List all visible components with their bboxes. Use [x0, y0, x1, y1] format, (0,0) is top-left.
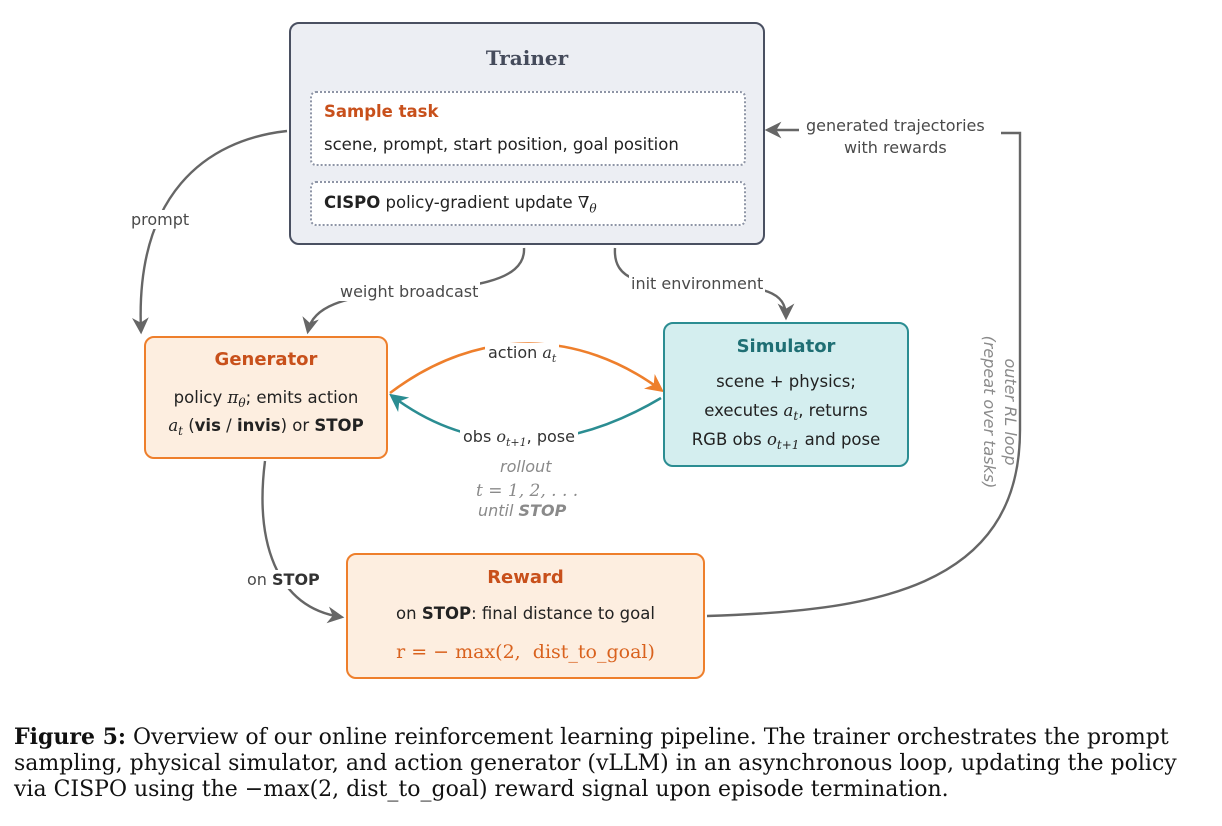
simulator-line-3-pre: RGB obs [691, 430, 767, 449]
outer-loop-line-1: outer RL loop [1001, 358, 1020, 466]
rollout-label: rollout [500, 457, 552, 476]
reward-line-1: on STOP: final distance to goal [348, 600, 703, 628]
generator-sep: / [220, 416, 237, 435]
rollout-t-label: t = 1, 2, . . . [476, 481, 579, 501]
simulator-line-2-post: , returns [798, 401, 868, 420]
generated-line-1: generated trajectories [806, 116, 985, 135]
trainer-node: Trainer Sample task scene, prompt, start… [289, 22, 765, 245]
update-description: policy-gradient update [385, 193, 573, 212]
simulator-line-3: RGB obs ot+1 and pose [665, 426, 907, 459]
generator-vis: vis [194, 416, 221, 435]
update-text: CISPO policy-gradient update ∇θ [324, 193, 597, 215]
sample-task-fields: scene, prompt, start position, goal posi… [324, 135, 679, 154]
prompt-arrow [132, 129, 288, 335]
generator-line-1-post: ; emits action [245, 388, 359, 407]
outer-loop-line-2: (repeat over tasks) [980, 335, 999, 489]
obs-o: o [496, 427, 507, 446]
caption-formula: −max(2, dist_to_goal) [244, 777, 488, 802]
obs-label-post: , pose [526, 427, 575, 446]
caption-text-1: Overview of our online reinforcement lea… [14, 725, 1177, 802]
until-stop-label: until STOP [478, 501, 566, 520]
observation-label: obs ot+1, pose [460, 427, 578, 451]
generator-t: t [178, 424, 183, 439]
simulator-line-3-post: and pose [799, 430, 881, 449]
sample-task-heading: Sample task [324, 102, 439, 121]
reward-line-1-post: : final distance to goal [471, 604, 655, 623]
until-text: until [478, 501, 519, 520]
on-stop-pre: on [247, 570, 273, 589]
outer-loop-label: outer RL loop (repeat over tasks) [979, 312, 1021, 512]
simulator-t: t [793, 409, 799, 424]
generator-a: a [168, 416, 179, 435]
nabla-symbol: ∇ [577, 193, 590, 212]
reward-node: Reward on STOP: final distance to goal r… [346, 553, 705, 679]
reward-line-1-pre: on [396, 604, 422, 623]
on-stop-bold: STOP [272, 570, 320, 589]
generator-node: Generator policy πθ; emits action at (vi… [144, 336, 388, 459]
simulator-line-1: scene + physics; [716, 372, 856, 391]
init-environment-label: init environment [629, 274, 766, 293]
reward-stop: STOP [421, 604, 472, 623]
obs-sub: t+1 [506, 436, 527, 450]
simulator-o: o [766, 430, 777, 449]
simulator-a: a [783, 401, 794, 420]
generator-line-1: policy πθ; emits action [146, 384, 386, 417]
action-label-pre: action [488, 343, 543, 362]
trainer-title: Trainer [485, 46, 569, 70]
generator-stop: STOP [314, 416, 364, 435]
generator-line-1-pre: policy [173, 388, 228, 407]
update-panel: CISPO policy-gradient update ∇θ [310, 181, 746, 226]
nabla-subscript: θ [589, 201, 597, 216]
reward-title: Reward [487, 567, 564, 588]
weight-broadcast-label: weight broadcast [338, 282, 481, 301]
caption-text-2: reward signal upon episode termination. [487, 777, 949, 802]
prompt-label: prompt [131, 210, 190, 229]
generator-theta: θ [238, 396, 246, 411]
caption-label: Figure 5: [14, 724, 127, 750]
simulator-line-2-pre: executes [704, 401, 784, 420]
generator-invis: invis [236, 416, 281, 435]
on-stop-label: on STOP [245, 570, 322, 589]
figure-caption: Figure 5: Overview of our online reinfor… [14, 724, 1214, 803]
simulator-line-2: executes at, returns [665, 397, 907, 430]
generated-trajectories-label: generated trajectories with rewards [806, 115, 985, 159]
until-stop: STOP [518, 501, 567, 520]
generated-line-2: with rewards [843, 138, 947, 157]
action-t: t [551, 352, 557, 366]
simulator-o-sub: t+1 [776, 438, 800, 453]
action-label: action at [485, 343, 560, 367]
generator-title: Generator [214, 349, 318, 370]
simulator-title: Simulator [736, 336, 836, 357]
generator-open: ( [182, 416, 195, 435]
generator-line-2: at (vis / invis) or STOP [146, 412, 386, 445]
on-stop-arrow [261, 460, 345, 624]
action-a: a [542, 343, 552, 362]
reward-formula: r = − max(2, dist_to_goal) [396, 641, 655, 663]
simulator-node: Simulator scene + physics; executes at, … [663, 322, 909, 467]
generator-close: ) or [280, 416, 315, 435]
outer-loop-arrow [706, 131, 1022, 618]
generator-pi: π [227, 388, 239, 407]
update-method: CISPO [324, 193, 381, 212]
sample-task-panel: Sample task scene, prompt, start positio… [310, 91, 746, 166]
obs-label-pre: obs [463, 427, 497, 446]
